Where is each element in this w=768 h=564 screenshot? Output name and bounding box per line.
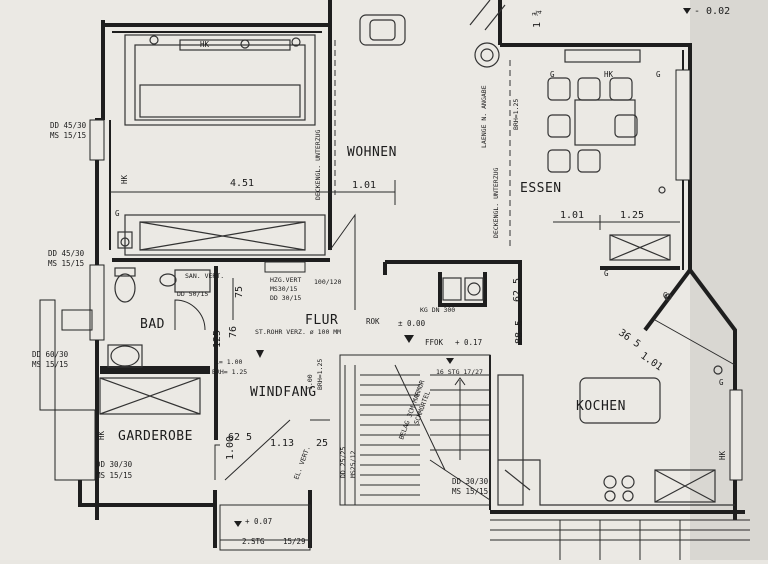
annotation-ffok-value: + 0.17 <box>455 338 482 347</box>
room-label-flur: FLUR <box>305 313 338 328</box>
room-label-garderobe: GARDEROBE <box>118 429 193 444</box>
doors <box>174 213 356 481</box>
annotation-2-stg: 2.STG <box>242 537 265 546</box>
annotation-laenge: LAENGE N. ANGABE <box>480 85 488 148</box>
annotation-brh-1-25: BRH= 1.25 <box>212 368 247 376</box>
staircase <box>339 354 491 506</box>
annotation-ms-15-15-right: MS 15/15 <box>452 487 488 496</box>
annotation-ms-15-15-left: MS 15/15 <box>96 471 132 480</box>
kochen-fixtures <box>497 293 735 506</box>
annotation-g-3: G <box>656 70 661 79</box>
annotation-deckengl-wohnen: DECKENGL. UNTERZUG <box>314 129 322 200</box>
annotation-st-rohr: ST.ROHR VERZ. ø 100 MM <box>255 328 341 336</box>
annotation-dd-30-15: DD 30/15 <box>270 294 301 302</box>
dim-1-25-essen: 1.25 <box>620 210 644 221</box>
dim-88-5: 88 5 <box>514 320 525 344</box>
annotation-dd-30-30-left: DD 30/30 <box>96 460 133 469</box>
level-markers <box>234 8 691 527</box>
annotation-hk-wohnen-2: HK <box>120 174 129 184</box>
annotation-dd-25-25: DD 25/25 <box>339 447 347 478</box>
room-label-windfang: WINDFANG <box>250 385 317 400</box>
dim-1-01-wohnen: 1.01 <box>352 180 376 191</box>
annotation-dd-45-30-top: DD 45/30 <box>50 121 87 130</box>
annotation-ms-15-15-bad: MS 15/15 <box>32 360 68 369</box>
annotation-dd-45-30-mid: DD 45/30 <box>48 249 85 258</box>
annotation-g-4: G <box>604 269 609 278</box>
bad-fixtures <box>107 267 211 368</box>
annotation-dd-30-30-right: DD 30/30 <box>452 477 489 486</box>
dim-62-5-windfang: 62 5 <box>228 432 252 443</box>
annotation-deckengl-essen: DECKENGL. UNTERZUG <box>492 167 500 238</box>
annotation-100-120: 100/120 <box>314 278 341 286</box>
room-label-essen: ESSEN <box>520 181 562 196</box>
annotation-dd-50-15: DD 50/15 <box>177 290 208 298</box>
annotation-ms-15-15-mid: MS 15/15 <box>48 259 84 268</box>
annotation-ffok: FFOK <box>425 338 444 347</box>
dim-25: 25 <box>316 438 328 449</box>
dim-76: 76 <box>228 326 239 338</box>
annotation-2-stg-value: 15/29 <box>283 537 306 546</box>
dim-4-51: 4.51 <box>230 178 254 189</box>
dim-1-01-essen: 1.01 <box>560 210 584 221</box>
annotation-ms-15-15-top: MS 15/15 <box>50 131 86 140</box>
annotation-brh-windfang: BRH=1.25 <box>316 359 324 390</box>
room-label-wohnen: WOHNEN <box>347 145 397 160</box>
dim-75: 75 <box>234 286 245 298</box>
annotation-l-1-00: L= 1.00 <box>215 358 242 366</box>
entrance <box>219 504 750 560</box>
kg-boxes <box>442 277 484 301</box>
windows <box>39 69 743 481</box>
annotation-kg-dn: KG DN 300 <box>420 306 455 314</box>
essen-furniture <box>509 49 671 261</box>
annotation-g-2: G <box>550 70 555 79</box>
annotation-rok-value: ± 0.00 <box>398 319 426 328</box>
annotation-hzg-vert: HZG.VERT <box>270 276 301 284</box>
annotation-g-6: G <box>719 378 724 387</box>
dimension-lines <box>110 180 736 480</box>
dim-top-left: 1 ¾ <box>531 10 543 28</box>
dim-62-5-flur: 62 5 <box>512 278 523 302</box>
annotation-brh-essen: BRH=1.25 <box>512 99 520 130</box>
paper-shadow-right <box>690 0 768 560</box>
annotation-rok: ROK <box>366 317 380 326</box>
annotation-san-vert: SAN. VERT. <box>185 272 224 280</box>
dim-125: 125 <box>212 330 223 348</box>
annotation-g-5: G <box>663 291 668 300</box>
annotation-ms-30-15: MS30/15 <box>270 285 297 293</box>
garderobe-fixtures <box>99 377 201 415</box>
annotation-hk-garderobe: HK <box>97 430 106 440</box>
room-label-bad: BAD <box>140 317 165 332</box>
annotation-plus-0-07: + 0.07 <box>245 517 272 526</box>
dim-top-right: - 0.02 <box>694 6 730 17</box>
dim-1-00: 1.00 <box>225 436 236 460</box>
wohnen-furniture <box>117 34 336 256</box>
annotation-hk-wohnen-1: HK <box>200 40 210 49</box>
annotation-ms-25-12: MS25/12 <box>349 451 357 478</box>
annotation-16-stg: 16 STG 17/27 <box>436 368 483 376</box>
annotation-1-00-windfang: 1.00 <box>306 374 314 390</box>
annotation-hk-kochen: HK <box>718 450 727 460</box>
dim-1-13: 1.13 <box>270 438 294 449</box>
outdoor-items <box>359 0 506 68</box>
annotation-dd-60-30: DD 60/30 <box>32 350 69 359</box>
annotation-hk-essen: HK <box>604 70 614 79</box>
annotation-g-1: G <box>115 209 120 218</box>
room-label-kochen: KOCHEN <box>576 399 626 414</box>
